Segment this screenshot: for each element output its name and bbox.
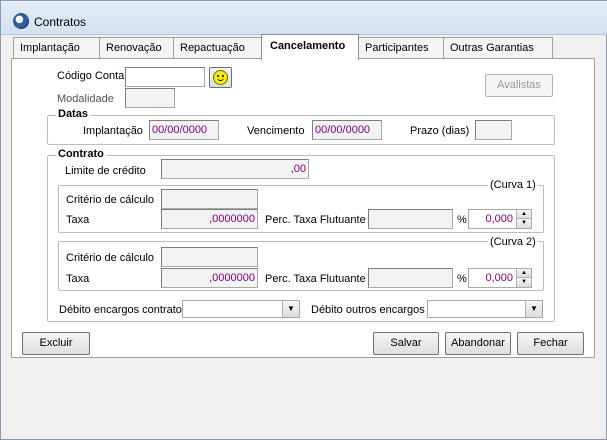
curva1-perc-label: Perc. Taxa Flutuante	[265, 214, 366, 226]
curva1-title: (Curva 1)	[488, 179, 538, 191]
curva2-percent-sign: %	[457, 273, 467, 285]
curva2-perc-label: Perc. Taxa Flutuante	[265, 273, 366, 285]
smiley-icon	[213, 70, 228, 85]
curva1-taxa-field[interactable]: ,0000000	[161, 209, 258, 229]
contrato-group	[47, 155, 555, 322]
curva1-criterio-field[interactable]	[161, 189, 258, 209]
spin-up-icon[interactable]: ▲	[516, 210, 531, 219]
tab-cancelamento[interactable]: Cancelamento	[261, 34, 359, 60]
tab-participantes[interactable]: Participantes	[358, 37, 444, 59]
vencimento-date-field[interactable]: 00/00/0000	[312, 120, 382, 140]
codigo-conta-label: Código Conta	[57, 70, 125, 82]
codigo-conta-input[interactable]	[125, 67, 205, 87]
debito-contrato-select[interactable]: ▼	[182, 300, 300, 318]
curva1-criterio-label: Critério de cálculo	[66, 194, 155, 206]
spin-up-icon[interactable]: ▲	[516, 269, 531, 278]
curva1-spin[interactable]: 0,000 ▲ ▼	[468, 209, 532, 229]
curva1-perc-field[interactable]	[368, 209, 453, 229]
spin-down-icon[interactable]: ▼	[516, 278, 531, 287]
modalidade-field	[125, 88, 175, 108]
chevron-down-icon[interactable]: ▼	[282, 301, 299, 317]
datas-group-title: Datas	[56, 108, 90, 120]
tab-implantacao[interactable]: Implantação	[13, 37, 100, 59]
curva2-spin-value: 0,000	[485, 272, 513, 284]
implantacao-label: Implantação	[83, 125, 143, 137]
prazo-field[interactable]	[475, 120, 512, 140]
chevron-down-icon[interactable]: ▼	[525, 301, 542, 317]
curva1-spin-value: 0,000	[485, 213, 513, 225]
curva2-group	[58, 241, 544, 291]
spin-down-icon[interactable]: ▼	[516, 219, 531, 228]
excluir-button[interactable]: Excluir	[22, 332, 90, 355]
salvar-button[interactable]: Salvar	[373, 332, 439, 355]
tab-repactuacao[interactable]: Repactuação	[173, 37, 262, 59]
fechar-button[interactable]: Fechar	[517, 332, 584, 355]
debito-contrato-label: Débito encargos contrato	[59, 304, 182, 316]
curva1-percent-sign: %	[457, 214, 467, 226]
debito-outros-label: Débito outros encargos	[311, 304, 425, 316]
debito-outros-select[interactable]: ▼	[427, 300, 543, 318]
curva1-group	[58, 185, 544, 233]
limite-credito-label: Limite de crédito	[65, 165, 146, 177]
abandonar-button[interactable]: Abandonar	[445, 332, 511, 355]
limite-credito-field[interactable]: ,00	[161, 159, 309, 179]
window-title: Contratos	[34, 15, 87, 29]
prazo-label: Prazo (dias)	[410, 125, 470, 137]
contrato-group-title: Contrato	[56, 148, 106, 160]
lookup-button[interactable]	[209, 67, 232, 88]
title-bar: Contratos	[1, 1, 607, 35]
tab-outras-garantias[interactable]: Outras Garantias	[443, 37, 553, 59]
curva2-spin[interactable]: 0,000 ▲ ▼	[468, 268, 532, 288]
implantacao-date-field[interactable]: 00/00/0000	[149, 120, 219, 140]
curva2-criterio-label: Critério de cálculo	[66, 252, 155, 264]
datas-group	[47, 115, 555, 145]
curva2-taxa-field[interactable]: ,0000000	[161, 268, 258, 288]
curva2-criterio-field[interactable]	[161, 247, 258, 267]
avalistas-button[interactable]: Avalistas	[485, 74, 553, 97]
curva2-taxa-label: Taxa	[66, 273, 90, 285]
modalidade-label: Modalidade	[57, 93, 114, 105]
curva2-perc-field[interactable]	[368, 268, 453, 288]
tab-renovacao[interactable]: Renovação	[99, 37, 174, 59]
curva1-taxa-label: Taxa	[66, 214, 90, 226]
curva2-title: (Curva 2)	[488, 236, 538, 248]
app-globe-icon	[13, 13, 29, 29]
vencimento-label: Vencimento	[247, 125, 305, 137]
